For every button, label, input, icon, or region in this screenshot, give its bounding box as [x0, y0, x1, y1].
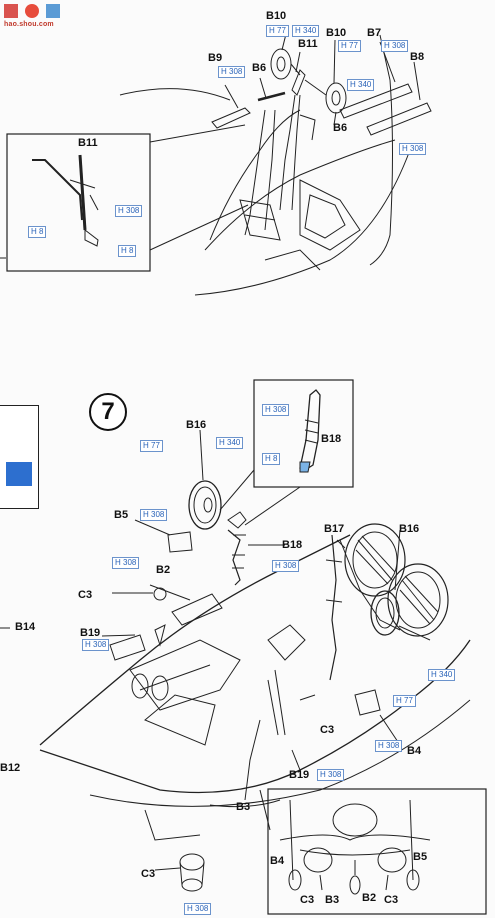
- wheel-b16-left: [188, 480, 222, 530]
- b9-part: [211, 107, 251, 129]
- paint-code-h308: H 308: [112, 557, 140, 569]
- b7-door: [339, 83, 413, 119]
- part-label-b10: B10: [326, 27, 347, 39]
- inset-b18-strut: [299, 389, 321, 471]
- watermark-icon: [4, 4, 60, 18]
- part-label-c3: C3: [384, 894, 399, 906]
- watermark-text: hao.shou.com: [4, 21, 54, 28]
- paint-code-h8: H 8: [262, 453, 281, 465]
- part-label-b17: B17: [324, 523, 345, 535]
- paint-code-h308: H 308: [115, 205, 143, 217]
- paint-code-h308: H 308: [375, 740, 403, 752]
- inset-b11-strut: [32, 159, 83, 221]
- fuselage-main-top: [39, 534, 351, 746]
- part-label-b11: B11: [298, 38, 318, 50]
- paint-code-h8: H 8: [118, 245, 137, 257]
- part-label-b2: B2: [362, 892, 377, 904]
- b8-door: [366, 102, 432, 136]
- fuselage-right-edge: [369, 79, 393, 266]
- part-label-b16: B16: [399, 523, 420, 535]
- paint-code-h340: H 340: [292, 25, 320, 37]
- part-label-b12: B12: [0, 762, 21, 774]
- inset-box-front-view: [267, 788, 487, 915]
- cockpit-lower: [129, 639, 241, 711]
- paint-code-h340: H 340: [216, 437, 244, 449]
- nose-wheel-a: [131, 673, 149, 699]
- part-label-b8: B8: [410, 51, 425, 63]
- b4-part: [354, 689, 381, 716]
- side-tab-marker: [0, 405, 39, 509]
- engine-nozzle-upper: [344, 523, 406, 597]
- b11-strut-top: [291, 69, 306, 96]
- part-label-b14: B14: [15, 621, 36, 633]
- paint-code-h308: H 308: [381, 40, 409, 52]
- fuselage-outline-top: [119, 88, 231, 101]
- paint-code-h340: H 340: [428, 669, 456, 681]
- part-label-b4: B4: [270, 855, 285, 867]
- paint-code-h340: H 340: [347, 79, 375, 91]
- paint-code-h77: H 77: [338, 40, 361, 52]
- part-label-b11-inset: B11: [78, 137, 98, 149]
- part-label-b3: B3: [325, 894, 340, 906]
- paint-code-h308: H 308: [184, 903, 212, 915]
- b18-joint: [227, 511, 247, 529]
- part-label-b16: B16: [186, 419, 207, 431]
- paint-code-h308: H 308: [140, 509, 168, 521]
- b17-strut: [329, 534, 337, 681]
- part-label-b5: B5: [114, 509, 129, 521]
- paint-code-h308: H 308: [82, 639, 110, 651]
- fuselage-outline-lower: [194, 149, 411, 296]
- b2-part: [171, 593, 223, 626]
- part-label-b19: B19: [80, 627, 101, 639]
- fuselage-main-bottom: [39, 639, 471, 794]
- inset-box-b18: [253, 379, 354, 488]
- part-label-c3: C3: [141, 868, 156, 880]
- part-label-b6: B6: [252, 62, 267, 74]
- part-label-c3: C3: [320, 724, 335, 736]
- part-label-b3: B3: [236, 801, 251, 813]
- part-label-b9: B9: [208, 52, 223, 64]
- part-label-b4: B4: [407, 745, 422, 757]
- wheel-b16-right: [370, 590, 400, 636]
- part-label-b18: B18: [282, 539, 303, 551]
- inset-box-b11: [6, 133, 151, 272]
- part-label-b5: B5: [413, 851, 428, 863]
- paint-code-h77: H 77: [266, 25, 289, 37]
- nose-wheel-b: [151, 675, 169, 701]
- part-label-b18-inset: B18: [321, 433, 342, 445]
- b6-pin: [257, 91, 286, 102]
- front-view-canopy: [332, 803, 378, 837]
- c3-part-bottom: [179, 853, 205, 871]
- side-tab-icon: [6, 462, 32, 486]
- part-label-c3: C3: [78, 589, 93, 601]
- watermark-logo: hao.shou.com: [2, 2, 72, 30]
- wheel-b10-left: [270, 48, 292, 80]
- part-label-b7: B7: [367, 27, 382, 39]
- paint-code-h308: H 308: [272, 560, 300, 572]
- paint-code-h8: H 8: [28, 226, 47, 238]
- part-label-b6: B6: [333, 122, 348, 134]
- b19-part: [267, 624, 306, 661]
- paint-code-h308: H 308: [317, 769, 345, 781]
- paint-code-h77: H 77: [140, 440, 163, 452]
- cockpit-frame: [299, 179, 361, 251]
- paint-code-h308: H 308: [262, 404, 290, 416]
- part-label-b10: B10: [266, 10, 287, 22]
- step-number: 7: [89, 393, 127, 431]
- part-label-c3: C3: [300, 894, 315, 906]
- c3-part-small: [153, 587, 167, 601]
- part-label-b2: B2: [156, 564, 171, 576]
- engine-nozzle-lower: [387, 563, 449, 637]
- b5-part: [167, 531, 193, 553]
- part-label-b19: B19: [289, 769, 310, 781]
- paint-code-h77: H 77: [393, 695, 416, 707]
- paint-code-h308: H 308: [399, 143, 427, 155]
- paint-code-h308: H 308: [218, 66, 246, 78]
